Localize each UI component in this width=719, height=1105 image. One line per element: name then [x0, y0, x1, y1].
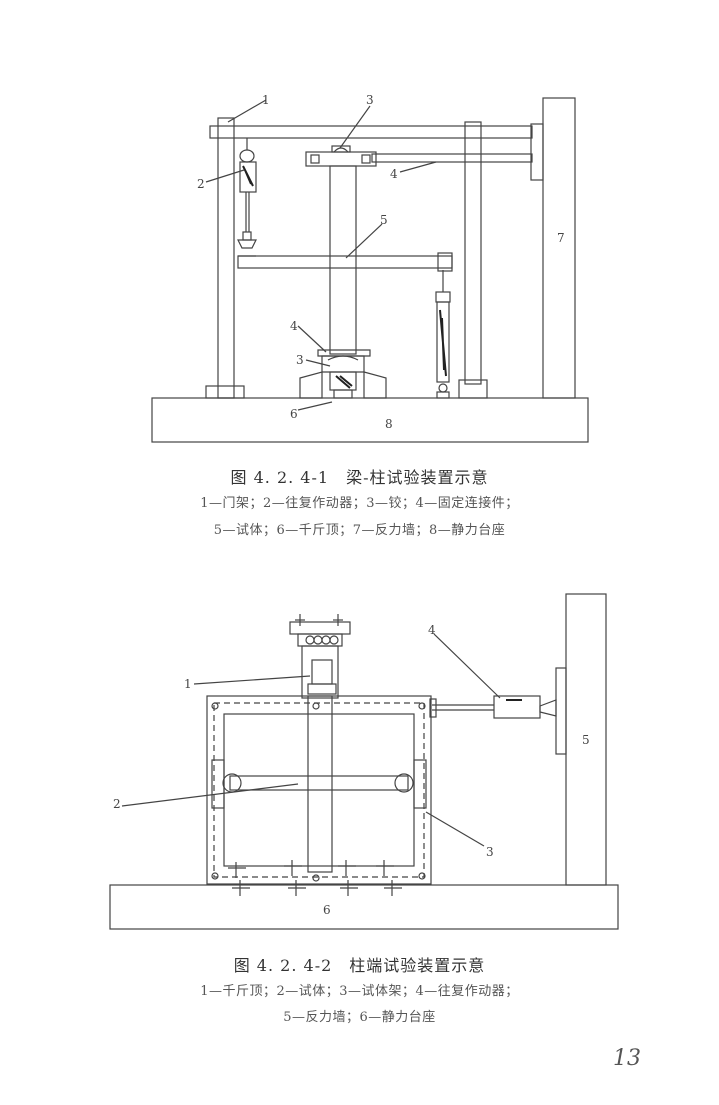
jack — [311, 659, 333, 685]
figure1-legend-line1: 1—门架；2—往复作动器；3—铰；4—固定连接件； — [200, 496, 519, 511]
column-specimen — [307, 695, 333, 873]
gantry-left-post — [217, 117, 235, 399]
figure-column-end-setup: 1 4 5 2 3 6 — [0, 580, 719, 940]
gantry-top-beam — [209, 125, 533, 139]
callout-2: 2 — [197, 177, 205, 191]
callout-2: 2 — [113, 797, 121, 811]
callout-6: 6 — [323, 903, 331, 917]
figure2-legend-line1: 1—千斤顶；2—试体；3—试体架；4—往复作动器； — [200, 984, 519, 999]
figure2-legend-line2: 5—反力墙；6—静力台座 — [283, 1010, 436, 1025]
page-number: 13 — [613, 1046, 641, 1071]
callout-4-lower: 4 — [290, 319, 298, 333]
callout-3: 3 — [366, 93, 374, 107]
callout-1: 1 — [184, 677, 192, 691]
callout-4: 4 — [428, 623, 436, 637]
figure1-title: 图 4. 2. 4-1 梁-柱试验装置示意 — [230, 468, 489, 487]
callout-3: 3 — [486, 845, 494, 859]
beam-specimen — [237, 255, 453, 269]
column-specimen — [329, 165, 357, 355]
static-base — [109, 884, 619, 930]
beam-specimen — [229, 775, 409, 791]
callout-5: 5 — [380, 213, 388, 227]
figure-beam-column-setup: 1 2 3 4 5 7 4 3 6 8 — [0, 0, 719, 460]
callout-7: 7 — [557, 231, 565, 245]
callout-8: 8 — [385, 417, 393, 431]
callout-6: 6 — [290, 407, 298, 421]
callout-5: 5 — [582, 733, 590, 747]
figure2-title: 图 4. 2. 4-2 柱端试验装置示意 — [233, 956, 486, 975]
gantry-right-post — [464, 121, 482, 385]
actuator — [493, 695, 541, 719]
callout-4: 4 — [390, 167, 398, 181]
reaction-wall — [542, 97, 576, 399]
figure1-legend-line2: 5—试体；6—千斤顶；7—反力墙；8—静力台座 — [213, 523, 506, 538]
callout-3-lower: 3 — [296, 353, 304, 367]
callout-1: 1 — [262, 93, 270, 107]
static-base — [151, 397, 589, 443]
